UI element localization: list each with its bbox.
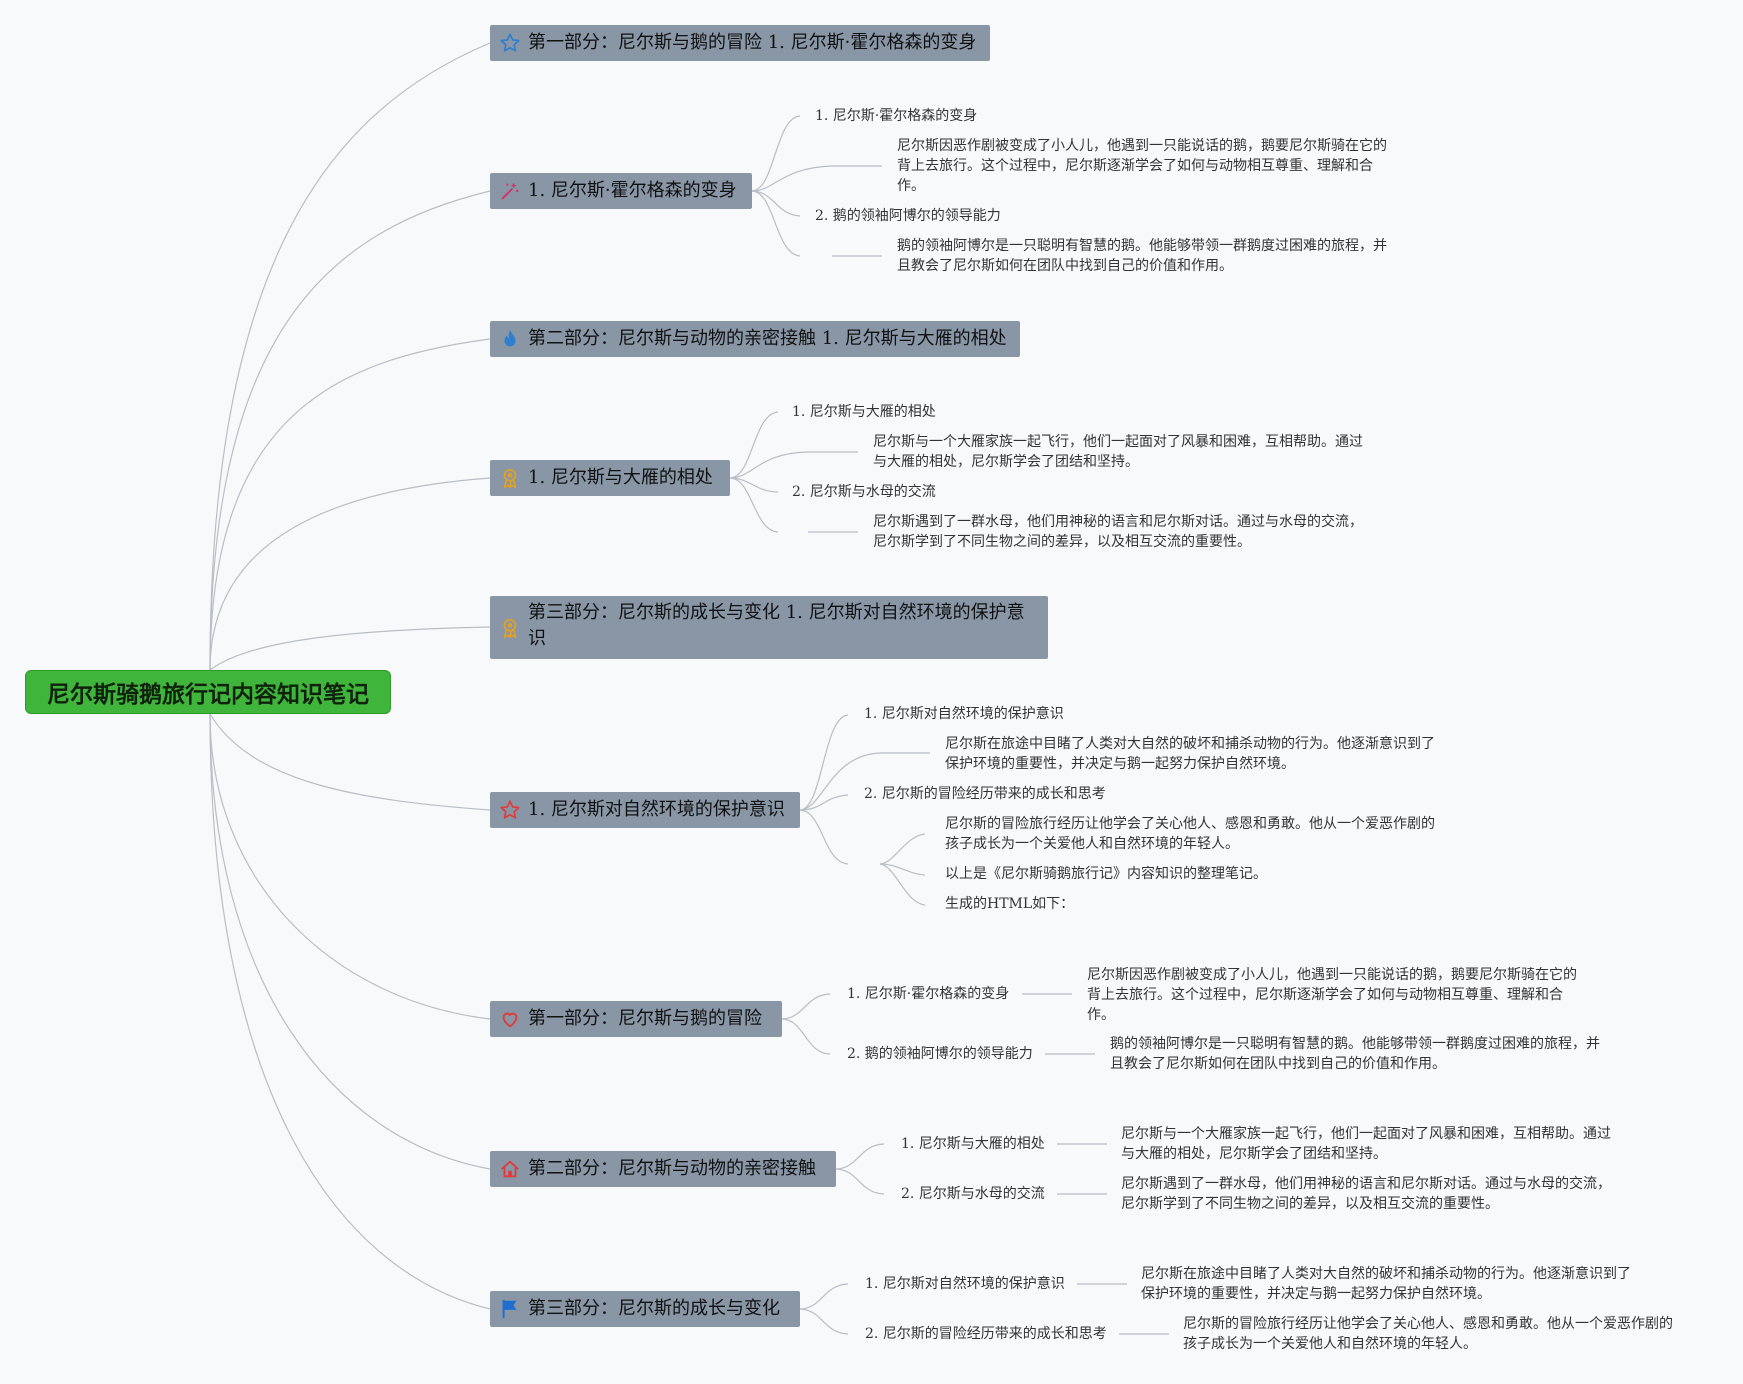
subtopic-description: 尼尔斯的冒险旅行经历让他学会了关心他人、感恩和勇敢。他从一个爱恶作剧的孩子成长为… [945, 816, 1435, 852]
mindmap-root[interactable]: 尼尔斯骑鹅旅行记内容知识笔记 [25, 670, 391, 714]
branch-label: 1. 尼尔斯对自然环境的保护意识 [528, 799, 785, 820]
branch-part1[interactable]: 第一部分：尼尔斯与鹅的冒险 [490, 1001, 782, 1037]
house-icon [501, 1160, 519, 1178]
branch-part3[interactable]: 第三部分：尼尔斯的成长与变化 [490, 1291, 800, 1327]
subtopic-description: 尼尔斯因恶作剧被变成了小人儿，他遇到一只能说话的鹅，鹅要尼尔斯骑在它的背上去旅行… [897, 138, 1387, 194]
subtopic-description: 尼尔斯在旅途中目睹了人类对大自然的破坏和捕杀动物的行为。他逐渐意识到了保护环境的… [1141, 1266, 1631, 1302]
branch-geese[interactable]: 1. 尼尔斯与大雁的相处 [490, 460, 730, 496]
flame-icon [504, 329, 516, 347]
branch-label: 1. 尼尔斯与大雁的相处 [528, 467, 713, 488]
branch-part2[interactable]: 第二部分：尼尔斯与动物的亲密接触 [490, 1151, 836, 1187]
branch-part2-geese[interactable]: 第二部分：尼尔斯与动物的亲密接触 1. 尼尔斯与大雁的相处 [490, 321, 1020, 357]
subtopic-label[interactable]: 2. 尼尔斯的冒险经历带来的成长和思考 [865, 1326, 1107, 1342]
subtopic-label[interactable]: 1. 尼尔斯对自然环境的保护意识 [864, 706, 1064, 722]
star-outline-icon [500, 800, 520, 819]
subtopic-description: 尼尔斯因恶作剧被变成了小人儿，他遇到一只能说话的鹅，鹅要尼尔斯骑在它的背上去旅行… [1087, 967, 1577, 1023]
subtopic-label[interactable]: 1. 尼尔斯与大雁的相处 [792, 404, 936, 420]
branch-transform[interactable]: 1. 尼尔斯·霍尔格森的变身 [490, 173, 752, 209]
subtopic-description: 尼尔斯遇到了一群水母，他们用神秘的语言和尼尔斯对话。通过与水母的交流，尼尔斯学到… [873, 514, 1363, 550]
branch-part3-environment[interactable]: 第三部分：尼尔斯的成长与变化 1. 尼尔斯对自然环境的保护意识 [490, 596, 1048, 659]
subtopic-label[interactable]: 1. 尼尔斯对自然环境的保护意识 [865, 1276, 1065, 1292]
subtopic-label[interactable]: 1. 尼尔斯与大雁的相处 [901, 1136, 1045, 1152]
branch-label: 第一部分：尼尔斯与鹅的冒险 1. 尼尔斯·霍尔格森的变身 [528, 32, 977, 53]
subtopic-label[interactable]: 2. 尼尔斯与水母的交流 [901, 1186, 1045, 1202]
html-note: 生成的HTML如下： [945, 896, 1075, 912]
branch-label: 第二部分：尼尔斯与动物的亲密接触 [528, 1158, 816, 1179]
branch-label: 第三部分：尼尔斯的成长与变化 [528, 1298, 780, 1319]
subtopic-label[interactable]: 1. 尼尔斯·霍尔格森的变身 [847, 986, 1010, 1002]
subtopic-description: 鹅的领袖阿博尔是一只聪明有智慧的鹅。他能够带领一群鹅度过困难的旅程，并且教会了尼… [1110, 1036, 1600, 1072]
summary-note: 以上是《尼尔斯骑鹅旅行记》内容知识的整理笔记。 [945, 866, 1267, 882]
branch-label: 第三部分：尼尔斯的成长与变化 1. 尼尔斯对自然环境的保护意识 [528, 602, 1025, 649]
heart-icon [502, 1012, 518, 1028]
branch-label: 第一部分：尼尔斯与鹅的冒险 [528, 1008, 762, 1029]
star-outline-icon [500, 33, 520, 52]
subtopic-label[interactable]: 2. 鹅的领袖阿博尔的领导能力 [815, 208, 1001, 224]
magic-wand-icon [501, 182, 519, 200]
flag-icon [502, 1299, 517, 1319]
branch-part1-transform[interactable]: 第一部分：尼尔斯与鹅的冒险 1. 尼尔斯·霍尔格森的变身 [490, 25, 990, 61]
subtopic-label[interactable]: 2. 尼尔斯与水母的交流 [792, 484, 936, 500]
branch-label: 1. 尼尔斯·霍尔格森的变身 [528, 180, 737, 201]
subtopic-label[interactable]: 2. 鹅的领袖阿博尔的领导能力 [847, 1046, 1033, 1062]
branch-environment[interactable]: 1. 尼尔斯对自然环境的保护意识 [490, 792, 800, 828]
award-ribbon-icon [503, 618, 517, 638]
subtopic-description: 尼尔斯与一个大雁家族一起飞行，他们一起面对了风暴和困难，互相帮助。通过与大雁的相… [873, 434, 1363, 470]
subtopic-description: 尼尔斯与一个大雁家族一起飞行，他们一起面对了风暴和困难，互相帮助。通过与大雁的相… [1121, 1126, 1611, 1162]
subtopic-description: 鹅的领袖阿博尔是一只聪明有智慧的鹅。他能够带领一群鹅度过困难的旅程，并且教会了尼… [897, 238, 1387, 274]
subtopic-description: 尼尔斯在旅途中目睹了人类对大自然的破坏和捕杀动物的行为。他逐渐意识到了保护环境的… [945, 736, 1435, 772]
award-ribbon-icon [503, 468, 517, 488]
subtopic-label[interactable]: 2. 尼尔斯的冒险经历带来的成长和思考 [864, 786, 1106, 802]
subtopic-description: 尼尔斯的冒险旅行经历让他学会了关心他人、感恩和勇敢。他从一个爱恶作剧的孩子成长为… [1183, 1316, 1673, 1352]
branch-label: 第二部分：尼尔斯与动物的亲密接触 1. 尼尔斯与大雁的相处 [528, 328, 1007, 349]
subtopic-label[interactable]: 1. 尼尔斯·霍尔格森的变身 [815, 108, 978, 124]
subtopic-description: 尼尔斯遇到了一群水母，他们用神秘的语言和尼尔斯对话。通过与水母的交流，尼尔斯学到… [1121, 1176, 1611, 1212]
